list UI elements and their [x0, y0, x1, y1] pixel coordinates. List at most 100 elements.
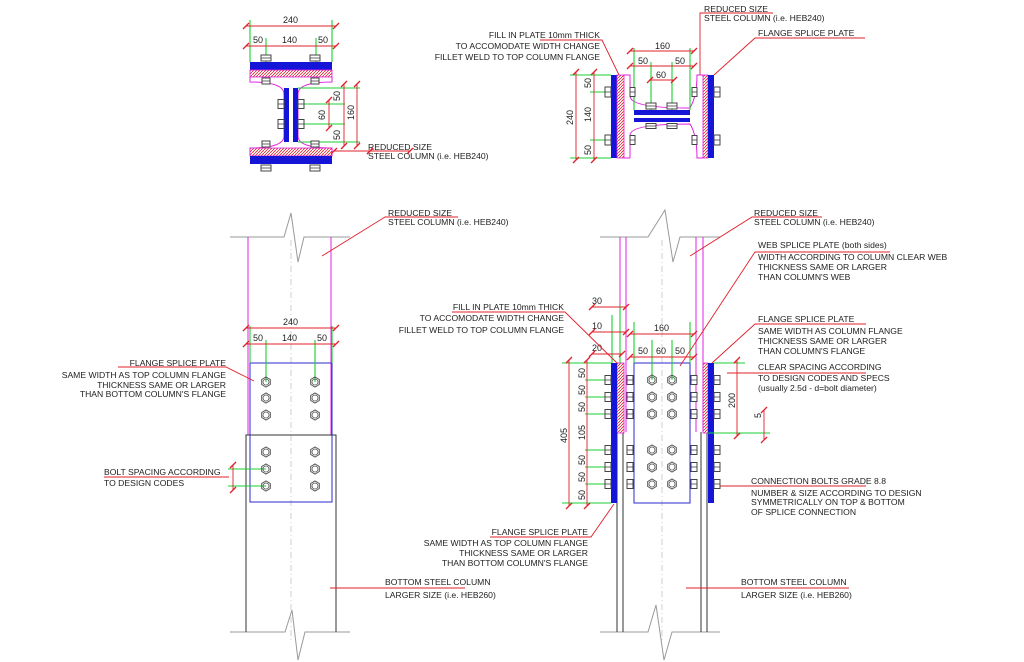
bolt-head-icon [261, 392, 271, 404]
label-reduced-column-size: STEEL COLUMN (i.e. HEB240) [368, 151, 489, 161]
label-reduced-column-size: STEEL COLUMN (i.e. HEB240) [704, 13, 825, 23]
dim-gap: 5 [753, 413, 763, 418]
label-flange-line2: SAME WIDTH AS TOP COLUMN FLANGE [62, 370, 227, 380]
dim-gauge: 140 [583, 107, 593, 122]
bolt-head-icon [647, 444, 657, 456]
label-flange-top-line3: THICKNESS SAME OR LARGER [758, 336, 887, 346]
label-bottom-column-size: LARGER SIZE (i.e. HEB260) [385, 590, 496, 600]
bolt-head-icon [667, 391, 677, 403]
dim-total: 405 [559, 428, 569, 443]
label-fill-plate: FILL IN PLATE 10mm THICK [489, 30, 600, 40]
label-flange-bottom-line3: THICKNESS SAME OR LARGER [459, 548, 588, 558]
bolt-head-icon [647, 374, 657, 386]
dim-right: 50 [317, 333, 327, 343]
bolt-head-icon [667, 461, 677, 473]
elevation-view-right: 30 10 20 160 50 60 50 50 50 50 105 50 50… [399, 208, 948, 661]
dim-width: 160 [655, 41, 670, 51]
dim-left: 50 [638, 346, 648, 356]
bolt-head-icon [667, 374, 677, 386]
bolt-head-icon [647, 478, 657, 490]
bolt-head-icon [261, 480, 271, 492]
dim-edge-left: 50 [253, 35, 263, 45]
dim-left: 50 [253, 333, 263, 343]
bolt-head-icon [667, 408, 677, 420]
dim-v1: 50 [577, 368, 587, 378]
dim-v5: 50 [577, 455, 587, 465]
label-bolt-spacing-2: TO DESIGN CODES [104, 478, 184, 488]
label-fill-plate-2: TO ACCOMODATE WIDTH CHANGE [456, 41, 601, 51]
label-clear-line3: (usually 2.5d - d=bolt diameter) [758, 383, 877, 393]
bolt-head-icon [310, 376, 320, 388]
label-bottom-column: BOTTOM STEEL COLUMN [385, 577, 491, 587]
label-fill-plate: FILL IN PLATE 10mm THICK [453, 302, 564, 312]
dim-web-mid: 60 [317, 110, 327, 120]
dim-web-bottom: 50 [332, 130, 342, 140]
label-bottom-column: BOTTOM STEEL COLUMN [741, 577, 847, 587]
label-web-line3: THICKNESS SAME OR LARGER [758, 262, 887, 272]
label-fill-plate-3: FILLET WELD TO TOP COLUMN FLANGE [399, 325, 565, 335]
label-bolt-spacing: BOLT SPACING ACCORDING [104, 467, 221, 477]
label-reduced-column: REDUCED SIZE [368, 142, 432, 152]
label-top-column: REDUCED SIZE [754, 208, 818, 218]
elevation-view-left: 240 50 140 50 REDUCED SIZE STEEL COLUMN … [62, 208, 509, 661]
web-plate-right [293, 88, 298, 142]
dim-gauge: 140 [282, 333, 297, 343]
dim-mid: 60 [656, 346, 666, 356]
bolt-head-icon [261, 446, 271, 458]
plan-view-right: FILL IN PLATE 10mm THICK TO ACCOMODATE W… [435, 4, 865, 164]
dim-web-top: 50 [332, 91, 342, 101]
label-flange-bottom-line4: THAN BOTTOM COLUMN'S FLANGE [442, 558, 588, 568]
label-flange-splice-bottom: FLANGE SPLICE PLATE [492, 527, 589, 537]
bolt-head-icon [261, 463, 271, 475]
dim-edge-right: 50 [318, 35, 328, 45]
bolt-head-icon [667, 444, 677, 456]
flange-splice-plate [249, 362, 333, 503]
label-flange-splice: FLANGE SPLICE PLATE [758, 28, 855, 38]
label-bolts-line2: NUMBER & SIZE ACCORDING TO DESIGN [751, 488, 922, 498]
bottom-flange-plate [250, 156, 332, 164]
label-flange-bottom-line2: SAME WIDTH AS TOP COLUMN FLANGE [424, 538, 589, 548]
label-flange-top-line4: THAN COLUMN'S FLANGE [758, 346, 865, 356]
web-splice-plate [633, 362, 691, 504]
label-flange-line3: THICKNESS SAME OR LARGER [97, 380, 226, 390]
dim-right: 50 [675, 346, 685, 356]
dim-right: 50 [675, 56, 685, 66]
dim-top: 50 [583, 78, 593, 88]
label-clear-spacing: CLEAR SPACING ACCORDING [758, 362, 882, 372]
dim-web-total: 160 [346, 105, 356, 120]
dim-v6: 50 [577, 472, 587, 482]
label-bottom-column-size: LARGER SIZE (i.e. HEB260) [741, 590, 852, 600]
dim-v3: 50 [577, 402, 587, 412]
dim-20: 20 [592, 343, 602, 353]
label-fill-plate-2: TO ACCOMODATE WIDTH CHANGE [420, 313, 565, 323]
dim-v2: 50 [577, 385, 587, 395]
label-web-line4: THAN COLUMN'S WEB [758, 272, 851, 282]
bolt-head-icon [310, 392, 320, 404]
dim-clear: 200 [727, 393, 737, 408]
bolt-head-icon [310, 463, 320, 475]
dim-v7: 50 [577, 490, 587, 500]
dim-width: 160 [654, 323, 669, 333]
dim-10: 10 [592, 321, 602, 331]
bolt-head-icon [261, 376, 271, 388]
label-flange-line4: THAN BOTTOM COLUMN'S FLANGE [80, 389, 226, 399]
dim-overall: 240 [565, 110, 575, 125]
dim-left: 50 [638, 56, 648, 66]
label-bolts-line4: OF SPLICE CONNECTION [751, 507, 856, 517]
dim-mid: 60 [656, 70, 666, 80]
label-clear-line2: TO DESIGN CODES AND SPECS [758, 373, 890, 383]
dim-v4: 105 [577, 425, 587, 440]
label-top-column: REDUCED SIZE [388, 208, 452, 218]
dim-gauge: 140 [282, 35, 297, 45]
bolt-head-icon [647, 408, 657, 420]
dim-overall: 240 [283, 15, 298, 25]
label-connection-bolts: CONNECTION BOLTS GRADE 8.8 [751, 476, 886, 486]
label-reduced-column: REDUCED SIZE [704, 4, 768, 14]
bolt-head-icon [310, 480, 320, 492]
flange-splice-plate-left [611, 363, 617, 503]
bolt-head-icon [261, 409, 271, 421]
bolt-head-icon [310, 446, 320, 458]
label-top-column-size: STEEL COLUMN (i.e. HEB240) [388, 217, 509, 227]
